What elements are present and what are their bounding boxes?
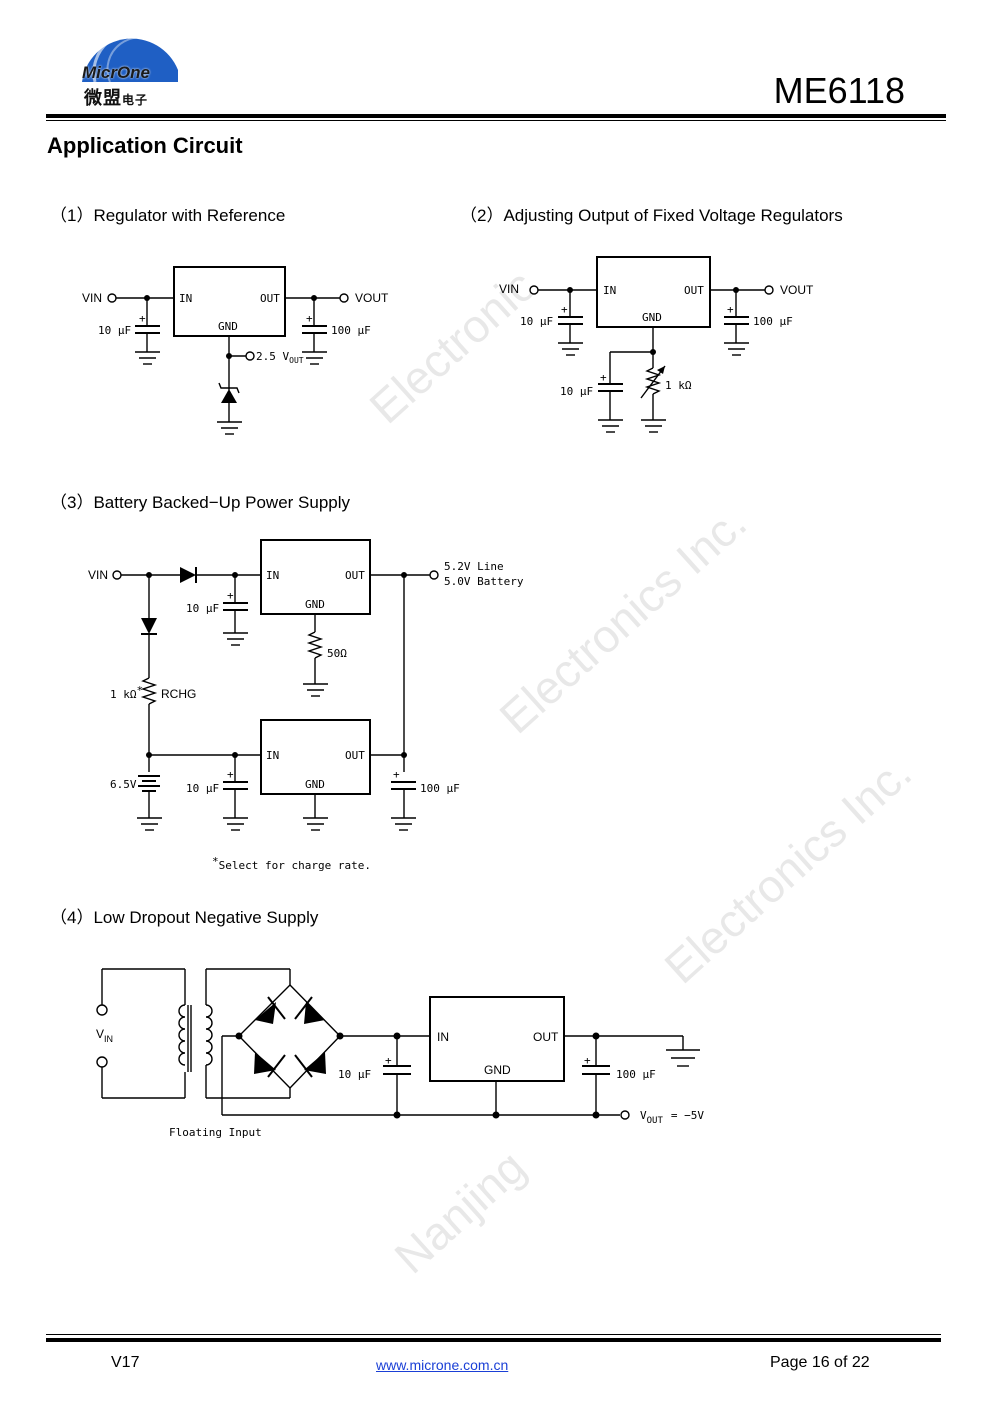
watermark-text: Electronic [359, 259, 545, 434]
c1-vout-label: VOUT [355, 291, 389, 305]
header-rule-thin [46, 120, 946, 121]
c4-plus: + [385, 1054, 392, 1067]
watermark-text: Nanjing [384, 1140, 536, 1284]
document-title: ME6118 [773, 70, 905, 111]
c4-out-pin: OUT [533, 1030, 559, 1044]
c3-plus: + [227, 589, 234, 602]
c3-c1-label: 10 µF [186, 602, 219, 615]
footer-version: V17 [111, 1354, 140, 1371]
caption-circuit-2: （2）Adjusting Output of Fixed Voltage Reg… [460, 206, 843, 225]
c3-gnd-pin-2: GND [305, 778, 325, 791]
c4-vin-label: VIN [96, 1027, 113, 1044]
caption-circuit-1: （1）Regulator with Reference [50, 206, 286, 225]
c4-in-pin: IN [437, 1030, 449, 1044]
c3-batt-label: 6.5V [110, 778, 137, 791]
section-title: Application Circuit [47, 133, 243, 158]
c1-vin-label: VIN [82, 291, 102, 305]
c4-gnd-pin: GND [484, 1063, 511, 1077]
c3-in-pin-2: IN [266, 749, 279, 762]
c4-cin-label: 10 µF [338, 1068, 371, 1081]
c4-vout-label: VOUT= −5V [640, 1109, 704, 1126]
footer-rule-thin [46, 1334, 941, 1335]
c3-line-label: 5.2V Line [444, 560, 504, 573]
c3-in-pin: IN [266, 569, 279, 582]
c1-ref-label: 2.5 VOUT [256, 350, 304, 365]
c3-rchg-label: RCHG [161, 687, 196, 701]
c1-cin-label: 10 µF [98, 324, 131, 337]
c2-plus: + [600, 371, 607, 384]
watermark-text: Electronics Inc. [654, 745, 922, 994]
c4-plus: + [584, 1054, 591, 1067]
c4-cout-label: 100 µF [616, 1068, 656, 1081]
c3-rgnd-label: 50Ω [327, 647, 347, 660]
c1-gnd-pin: GND [218, 320, 238, 333]
c2-plus: + [727, 303, 734, 316]
logo-chinese: 微盟电子 [84, 88, 149, 109]
c3-c2-label: 10 µF [186, 782, 219, 795]
footer-rule [46, 1338, 941, 1342]
c3-rchg-value: 1 kΩ* [110, 684, 143, 701]
c2-pot-label: 1 kΩ [665, 379, 692, 392]
caption-circuit-4: （4）Low Dropout Negative Supply [50, 908, 319, 927]
header-rule [46, 114, 946, 118]
c3-c3-label: 100 µF [420, 782, 460, 795]
c3-battery-label: 5.0V Battery [444, 575, 524, 588]
c3-out-pin-2: OUT [345, 749, 365, 762]
c2-cadj-label: 10 µF [560, 385, 593, 398]
footer-website-link[interactable]: www.microne.com.cn [376, 1357, 509, 1373]
c1-plus: + [139, 312, 146, 325]
watermark-text: Electronics Inc. [489, 495, 757, 744]
c3-vin-label: VIN [88, 568, 108, 582]
c3-note: *Select for charge rate. [212, 855, 371, 872]
c3-gnd-pin: GND [305, 598, 325, 611]
c2-gnd-pin: GND [642, 311, 662, 324]
caption-circuit-3: （3）Battery Backed−Up Power Supply [50, 493, 351, 512]
c4-floating-label: Floating Input [169, 1126, 262, 1139]
c1-out-pin: OUT [260, 292, 280, 305]
c2-vout-label: VOUT [780, 283, 814, 297]
c2-in-pin: IN [603, 284, 616, 297]
c3-plus: + [227, 768, 234, 781]
microne-logo [82, 31, 178, 83]
logo-text: MicrOne [82, 63, 151, 82]
c2-out-pin: OUT [684, 284, 704, 297]
c3-out-pin: OUT [345, 569, 365, 582]
c1-plus: + [306, 312, 313, 325]
c2-cout-label: 100 µF [753, 315, 793, 328]
c2-plus: + [561, 303, 568, 316]
c1-cout-label: 100 µF [331, 324, 371, 337]
c3-plus: + [393, 768, 400, 781]
footer-page-number: Page 16 of 22 [770, 1354, 870, 1371]
c1-in-pin: IN [179, 292, 192, 305]
